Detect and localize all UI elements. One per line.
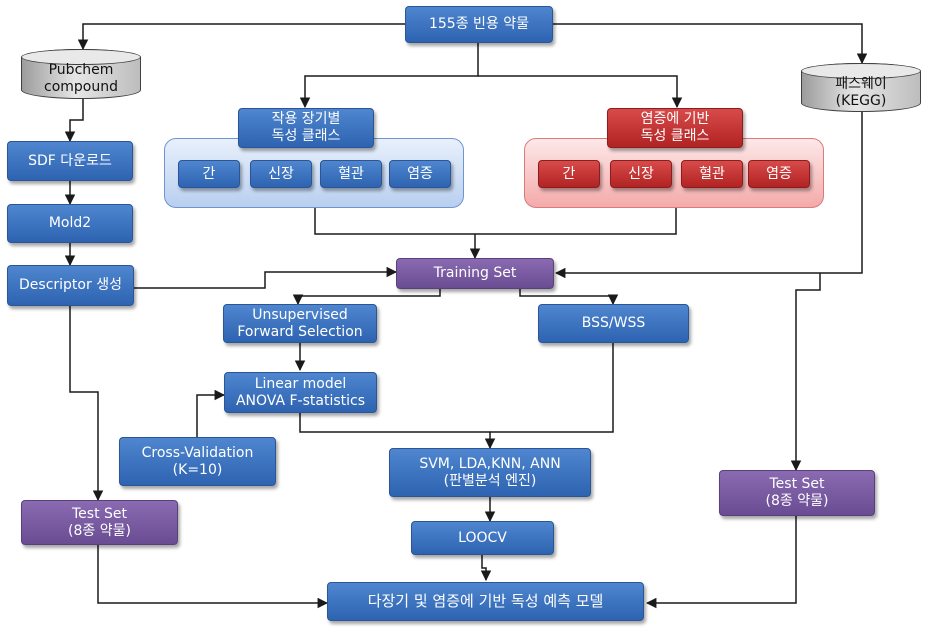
pubchem-database-label: Pubchem compound [44, 62, 118, 95]
arrow-training-to-forward [292, 289, 441, 306]
arrow-testright-to-final [645, 516, 797, 609]
arrow-drugs-to-classes [299, 43, 479, 109]
forward-selection-node[interactable]: Unsupervised Forward Selection [223, 304, 377, 343]
line-bss-to-engines [490, 343, 614, 433]
cross-validation-node[interactable]: Cross-Validation (K=10) [119, 437, 276, 486]
organ-item-inflammation[interactable]: 염증 [389, 160, 451, 188]
organ-item-vascular[interactable]: 혈관 [320, 160, 382, 188]
pathway-database-cap [801, 63, 921, 79]
test-set-right-node[interactable]: Test Set (8종 약물) [719, 470, 875, 516]
inflam-item-kidney[interactable]: 신장 [610, 160, 672, 188]
pathway-database-label: 패스웨이 (KEGG) [835, 75, 887, 109]
inflam-item-vascular[interactable]: 혈관 [681, 160, 743, 188]
organ-class-title[interactable]: 작용 장기별 독성 클래스 [238, 108, 374, 148]
arrow-pathway-to-training [554, 112, 863, 279]
pathway-database[interactable]: 패스웨이 (KEGG) [801, 63, 921, 112]
arrow-training-to-bss [519, 289, 619, 306]
mold2-node[interactable]: Mold2 [7, 204, 133, 243]
arrow-drugs-to-pathway [553, 23, 868, 65]
final-model-node[interactable]: 다장기 및 염증에 기반 독성 예측 모델 [327, 582, 644, 621]
loocv-node[interactable]: LOOCV [411, 521, 554, 555]
inflam-item-inflammation[interactable]: 염증 [748, 160, 810, 188]
inflammation-class-title[interactable]: 염증에 기반 독성 클래스 [607, 108, 743, 148]
linear-model-node[interactable]: Linear model ANOVA F-statistics [224, 372, 377, 413]
arrow-linear-to-engines [299, 413, 496, 450]
arrow-descriptor-to-training [134, 266, 398, 289]
inflam-item-liver[interactable]: 간 [538, 160, 600, 188]
organ-item-kidney[interactable]: 신장 [250, 160, 312, 188]
engines-node[interactable]: SVM, LDA,KNN, ANN (판별분석 엔진) [389, 448, 591, 497]
arrow-cv-to-linear [196, 389, 226, 437]
arrow-drugs-to-inflam [478, 75, 683, 109]
test-set-left-node[interactable]: Test Set (8종 약물) [21, 500, 178, 545]
organ-item-liver[interactable]: 간 [178, 160, 240, 188]
arrow-testleft-to-final [97, 545, 329, 609]
arrow-loocv-to-final [480, 555, 492, 582]
training-set-node[interactable]: Training Set [396, 258, 554, 289]
line-organ-panel-down [314, 207, 677, 235]
arrow-drugs-to-pubchem [77, 23, 405, 51]
pubchem-database[interactable]: Pubchem compound [21, 49, 141, 99]
arrow-descriptor-to-testleft [69, 306, 104, 502]
drugs-node[interactable]: 155종 빈용 약물 [405, 6, 553, 43]
arrow-pubchem-to-sdf [64, 99, 84, 143]
bss-wss-node[interactable]: BSS/WSS [538, 304, 689, 343]
descriptor-node[interactable]: Descriptor 생성 [7, 265, 134, 306]
sdf-download-node[interactable]: SDF 다운로드 [7, 141, 133, 181]
arrow-pathway-to-testright [790, 273, 821, 472]
pubchem-database-cap [21, 49, 141, 65]
